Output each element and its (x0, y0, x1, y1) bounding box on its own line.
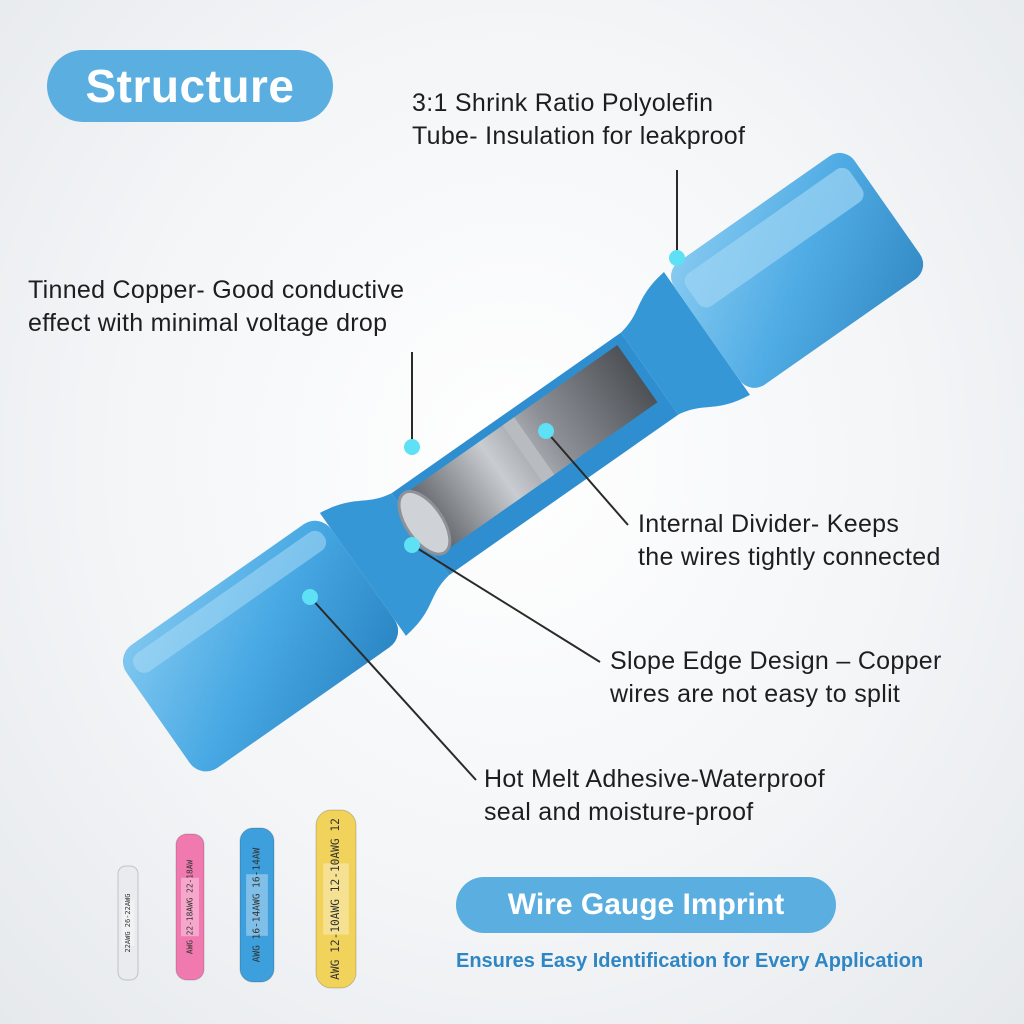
wire-gauge-imprint-badge: Wire Gauge Imprint (456, 877, 836, 933)
leader-lines (309, 170, 678, 781)
connector-imprint-text: AWG 16-14AWG 16-14AW (252, 847, 263, 962)
connector-imprint-text: AWG 22-18AWG 22-18AW (186, 860, 195, 955)
callout-slope-edge: Slope Edge Design – Copper wires are not… (610, 647, 942, 708)
callout-tinned-copper: Tinned Copper- Good conductive effect wi… (28, 276, 405, 337)
connector-2: AWG 22-18AWG 22-18AW (175, 833, 205, 981)
imprint-tagline: Ensures Easy Identification for Every Ap… (456, 950, 924, 972)
connector-3: AWG 16-14AWG 16-14AW (239, 827, 275, 983)
heat-shrink-tube (122, 152, 924, 772)
callout-internal-divider: Internal Divider- Keeps the wires tightl… (638, 510, 941, 571)
connector-imprint-text: 22AWG 26-22AWG (124, 893, 132, 952)
connector-imprint-text: AWG 12-10AWG 12-10AWG 12 (329, 818, 342, 980)
connector-4: AWG 12-10AWG 12-10AWG 12 (315, 809, 357, 989)
connector-lineup: 22AWG 26-22AWG AWG 22-18AWG 22-18AW AWG 16… (117, 809, 357, 989)
internal-divider (502, 417, 555, 483)
structure-title: Structure (47, 50, 333, 122)
connector-1: 22AWG 26-22AWG (117, 865, 139, 981)
callout-dots (302, 250, 685, 605)
callout-shrink-tube: 3:1 Shrink Ratio Polyolefin Tube- Insula… (412, 89, 746, 150)
callout-hot-melt: Hot Melt Adhesive-Waterproof seal and mo… (484, 765, 825, 826)
